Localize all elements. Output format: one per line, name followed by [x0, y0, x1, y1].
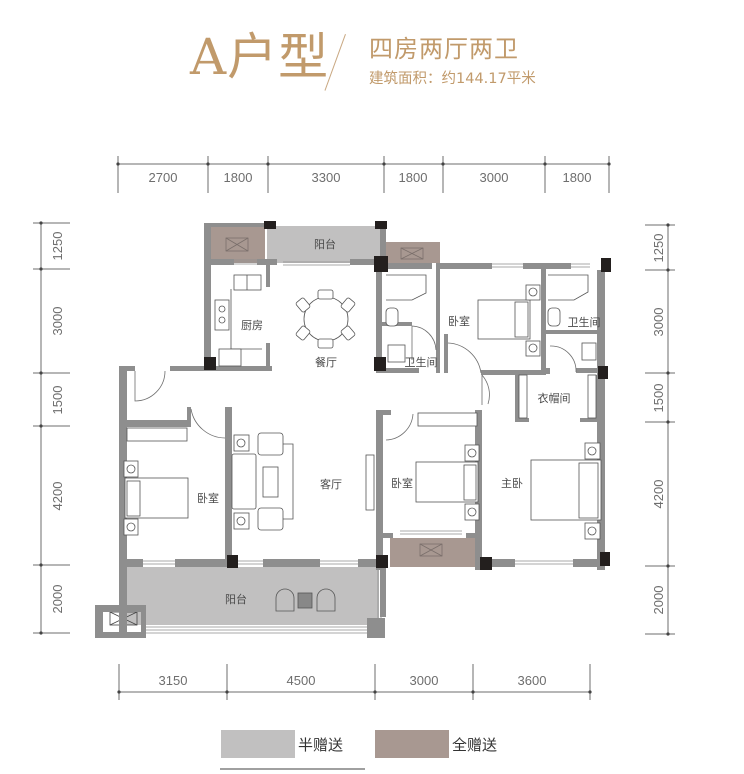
dim-right-4: 4200: [651, 480, 666, 509]
dim-top-6: 1800: [563, 170, 592, 185]
chair-icon: [316, 588, 336, 612]
label-kitchen: 厨房: [241, 319, 263, 332]
legend-swatch-full-gift: [375, 730, 449, 758]
legend-full-gift: 全赠送: [375, 730, 497, 758]
dim-left-5: 2000: [50, 585, 65, 614]
plan-header: A户型 四房两厅两卫 建筑面积：约144.17平米: [0, 0, 744, 100]
label-bathroom-2: 卫生间: [568, 315, 601, 329]
label-living: 客厅: [320, 477, 342, 491]
windows: [143, 259, 590, 634]
label-bedroom-west: 卧室: [197, 491, 219, 505]
half-gift-balcony-north: [267, 226, 380, 263]
label-bathroom-1: 卫生间: [405, 355, 438, 369]
side-table-icon: [297, 592, 313, 609]
dimension-labels: 2700 1800 3300 1800 3000 1800 3150 4500 …: [50, 170, 666, 688]
dim-top-4: 1800: [399, 170, 428, 185]
dim-right-3: 1500: [651, 384, 666, 413]
dim-bottom-3: 3000: [410, 673, 439, 688]
dim-left-3: 1500: [50, 386, 65, 415]
label-bedroom-middle: 卧室: [391, 476, 413, 490]
full-gift-area-bedroom-ac: [390, 538, 478, 567]
label-master-bedroom: 主卧: [501, 477, 523, 490]
walls: [95, 223, 605, 638]
dim-top-3: 3300: [312, 170, 341, 185]
label-walkin-closet: 衣帽间: [538, 391, 571, 405]
full-gift-area-kitchen-ac: [211, 226, 265, 263]
legend-half-gift: 半赠送: [221, 730, 343, 758]
dim-right-2: 3000: [651, 308, 666, 337]
dining-table-icon: [303, 296, 349, 342]
tv-icon: [365, 454, 375, 511]
gift-areas: [127, 226, 478, 625]
door-swings: [134, 325, 577, 441]
floor-area: 建筑面积：约144.17平米: [369, 71, 536, 87]
basin-icon: [387, 344, 406, 363]
dim-bottom-1: 3150: [159, 673, 188, 688]
label-dining: 餐厅: [315, 355, 337, 369]
kitchen-sink-icon: [233, 274, 262, 291]
fridge-icon: [218, 348, 242, 367]
dim-bottom-4: 3600: [518, 673, 547, 688]
dim-right-5: 2000: [651, 586, 666, 615]
legend-label-half-gift: 半赠送: [298, 735, 344, 754]
full-gift-area-bath-ac: [386, 242, 440, 263]
furniture: [123, 274, 602, 612]
dim-left-4: 4200: [50, 482, 65, 511]
legend-label-full-gift: 全赠送: [452, 735, 498, 754]
bottom-divider: [220, 768, 365, 770]
stove-icon: [214, 299, 230, 331]
dim-top-5: 3000: [480, 170, 509, 185]
chair-icon: [275, 588, 295, 612]
layout-description: 四房两厅两卫: [369, 35, 519, 63]
sofa-icon: [231, 453, 257, 510]
legend-swatch-half-gift: [221, 730, 295, 758]
label-bedroom-north: 卧室: [448, 314, 470, 328]
dim-top-2: 1800: [224, 170, 253, 185]
structural-columns: [204, 221, 611, 570]
room-labels: 阳台 厨房 餐厅 卫生间 卧室 卫生间 衣帽间 卧室 客厅 卧室 主卧 阳台: [197, 237, 601, 606]
unit-type-title: A户型: [190, 28, 330, 86]
dim-bottom-2: 4500: [287, 673, 316, 688]
label-balcony-south: 阳台: [225, 592, 247, 606]
toilet-icon: [385, 307, 399, 327]
dimension-ticks: [39, 162, 670, 694]
label-balcony-north: 阳台: [314, 237, 336, 251]
dim-top-1: 2700: [149, 170, 178, 185]
dim-left-2: 3000: [50, 307, 65, 336]
dim-right-1: 1250: [651, 234, 666, 263]
half-gift-balcony-south: [127, 567, 379, 625]
shower-icon: [386, 274, 427, 301]
dim-left-1: 1250: [50, 232, 65, 261]
